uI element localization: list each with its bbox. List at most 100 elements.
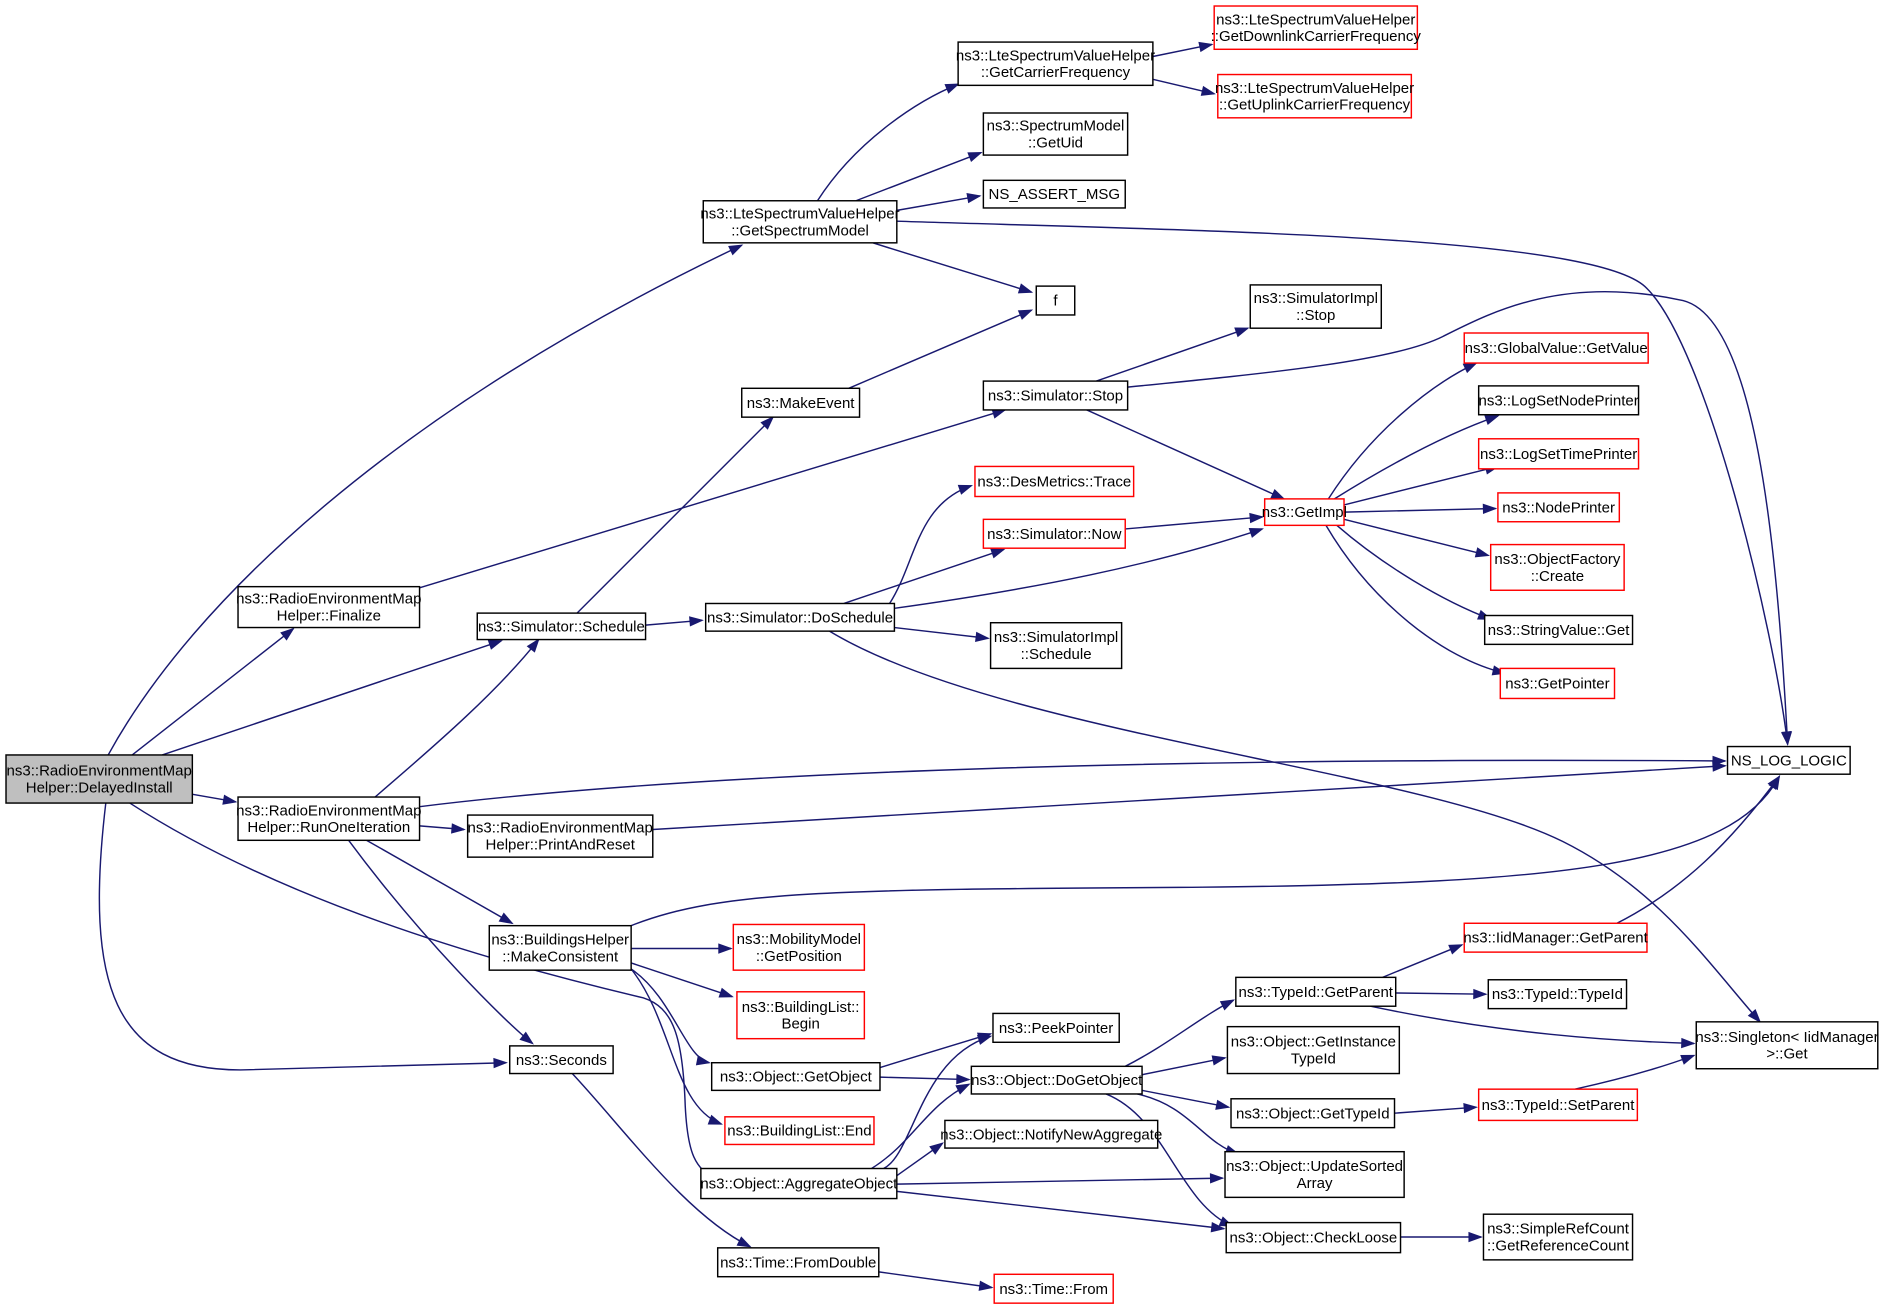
node-gettypeid[interactable]: ns3::Object::GetTypeId [1230, 1098, 1396, 1129]
node-f[interactable]: f [1035, 285, 1076, 316]
node-getcarrier[interactable]: ns3::LteSpectrumValueHelper::GetCarrierF… [956, 41, 1155, 87]
node-checkloose[interactable]: ns3::Object::CheckLoose [1225, 1221, 1402, 1254]
node-blend[interactable]: ns3::BuildingList::End [724, 1116, 875, 1146]
node-box[interactable] [700, 1167, 898, 1200]
node-box[interactable] [508, 1045, 614, 1075]
node-timefrom[interactable]: ns3::Time::From [993, 1273, 1114, 1304]
node-box[interactable] [1224, 1150, 1405, 1199]
node-box[interactable] [1463, 332, 1649, 364]
node-getspectrum[interactable]: ns3::LteSpectrumValueHelper::GetSpectrum… [700, 200, 900, 244]
node-box[interactable] [1235, 976, 1397, 1007]
node-getuplink[interactable]: ns3::LteSpectrumValueHelper::GetUplinkCa… [1215, 73, 1414, 119]
node-box[interactable] [1483, 614, 1634, 646]
node-implschedule[interactable]: ns3::SimulatorImpl::Schedule [989, 622, 1123, 670]
node-box[interactable] [476, 612, 647, 641]
node-box[interactable] [724, 1116, 875, 1146]
node-makeevent[interactable]: ns3::MakeEvent [741, 387, 861, 418]
node-makeconsistent[interactable]: ns3::BuildingsHelper::MakeConsistent [488, 924, 632, 971]
node-getimpl[interactable]: ns3::GetImpl [1262, 498, 1347, 527]
node-blbegin[interactable]: ns3::BuildingList::Begin [736, 991, 866, 1040]
node-box[interactable] [1226, 1025, 1401, 1075]
node-assertmsg[interactable]: NS_ASSERT_MSG [982, 179, 1126, 209]
node-singleton[interactable]: ns3::Singleton< IidManager>::Get [1695, 1021, 1879, 1070]
node-getdownlink[interactable]: ns3::LteSpectrumValueHelper::GetDownlink… [1211, 5, 1422, 51]
node-box[interactable] [1726, 745, 1851, 775]
node-doschedule[interactable]: ns3::Simulator::DoSchedule [704, 602, 896, 632]
node-getpointer[interactable]: ns3::GetPointer [1499, 667, 1616, 700]
node-box[interactable] [704, 602, 896, 632]
node-box[interactable] [982, 112, 1129, 156]
node-box[interactable] [1263, 498, 1345, 527]
node-iidgetparent[interactable]: ns3::IidManager::GetParent [1463, 922, 1649, 953]
node-box[interactable] [1035, 285, 1076, 316]
node-nodeprinter[interactable]: ns3::NodePrinter [1497, 492, 1621, 523]
node-fromdouble[interactable]: ns3::Time::FromDouble [716, 1247, 880, 1278]
node-box[interactable] [736, 991, 866, 1040]
node-box[interactable] [974, 465, 1135, 498]
node-svget[interactable]: ns3::StringValue::Get [1483, 614, 1634, 646]
node-gvgetvalue[interactable]: ns3::GlobalValue::GetValue [1463, 332, 1649, 364]
node-box[interactable] [1477, 385, 1640, 416]
node-ofcreate[interactable]: ns3::ObjectFactory::Create [1489, 543, 1625, 591]
node-box[interactable] [957, 41, 1154, 87]
node-printreset[interactable]: ns3::RadioEnvironmentMapHelper::PrintAnd… [466, 814, 654, 858]
node-schedule[interactable]: ns3::Simulator::Schedule [476, 612, 647, 641]
node-box[interactable] [1487, 979, 1628, 1010]
node-getobject[interactable]: ns3::Object::GetObject [710, 1061, 881, 1092]
node-box[interactable] [1489, 543, 1625, 591]
node-box[interactable] [1499, 667, 1616, 700]
node-peekpointer[interactable]: ns3::PeekPointer [992, 1012, 1120, 1044]
node-box[interactable] [710, 1061, 881, 1092]
node-box[interactable] [702, 200, 898, 244]
node-box[interactable] [1249, 284, 1383, 329]
node-box[interactable] [1463, 922, 1648, 953]
node-lognode[interactable]: ns3::LogSetNodePrinter [1477, 385, 1640, 416]
node-box[interactable] [1695, 1021, 1879, 1070]
node-box[interactable] [741, 387, 861, 418]
node-box[interactable] [1213, 5, 1419, 51]
node-box[interactable] [466, 814, 654, 858]
node-logtime[interactable]: ns3::LogSetTimePrinter [1477, 438, 1640, 470]
node-typeidctor[interactable]: ns3::TypeId::TypeId [1487, 979, 1628, 1010]
node-desmetrics[interactable]: ns3::DesMetrics::Trace [974, 465, 1135, 498]
node-now[interactable]: ns3::Simulator::Now [982, 518, 1126, 549]
node-tidgetparent[interactable]: ns3::TypeId::GetParent [1235, 976, 1397, 1007]
node-box[interactable] [5, 754, 194, 804]
node-box[interactable] [1477, 438, 1640, 470]
node-box[interactable] [1477, 1088, 1639, 1122]
node-box[interactable] [989, 622, 1123, 670]
node-seconds[interactable]: ns3::Seconds [508, 1045, 614, 1075]
node-nslog[interactable]: NS_LOG_LOGIC [1726, 745, 1851, 775]
node-box[interactable] [1482, 1213, 1634, 1261]
node-box[interactable] [237, 796, 421, 842]
node-runone[interactable]: ns3::RadioEnvironmentMapHelper::RunOneIt… [236, 796, 421, 842]
node-box[interactable] [993, 1273, 1114, 1304]
node-box[interactable] [992, 1012, 1120, 1044]
node-implstop[interactable]: ns3::SimulatorImpl::Stop [1249, 284, 1383, 329]
node-box[interactable] [970, 1065, 1143, 1095]
node-setparent[interactable]: ns3::TypeId::SetParent [1477, 1088, 1639, 1122]
node-box[interactable] [1225, 1221, 1402, 1254]
node-box[interactable] [1497, 492, 1621, 523]
node-box[interactable] [716, 1247, 880, 1278]
node-box[interactable] [237, 585, 421, 629]
node-getposition[interactable]: ns3::MobilityModel::GetPosition [732, 923, 866, 971]
node-notifynew[interactable]: ns3::Object::NotifyNewAggregate [940, 1119, 1162, 1149]
node-refcount[interactable]: ns3::SimpleRefCount::GetReferenceCount [1482, 1213, 1634, 1261]
node-simstop[interactable]: ns3::Simulator::Stop [982, 380, 1129, 411]
node-aggregate[interactable]: ns3::Object::AggregateObject [700, 1167, 898, 1200]
node-dogetobject[interactable]: ns3::Object::DoGetObject [970, 1065, 1143, 1095]
node-box[interactable] [732, 923, 866, 971]
node-getuid[interactable]: ns3::SpectrumModel::GetUid [982, 112, 1129, 156]
node-box[interactable] [488, 924, 632, 971]
node-box[interactable] [944, 1119, 1159, 1149]
node-root[interactable]: ns3::RadioEnvironmentMapHelper::DelayedI… [5, 754, 194, 804]
node-box[interactable] [982, 518, 1126, 549]
node-box[interactable] [1230, 1098, 1396, 1129]
node-box[interactable] [982, 380, 1129, 411]
node-box[interactable] [982, 179, 1126, 209]
node-box[interactable] [1217, 73, 1413, 119]
